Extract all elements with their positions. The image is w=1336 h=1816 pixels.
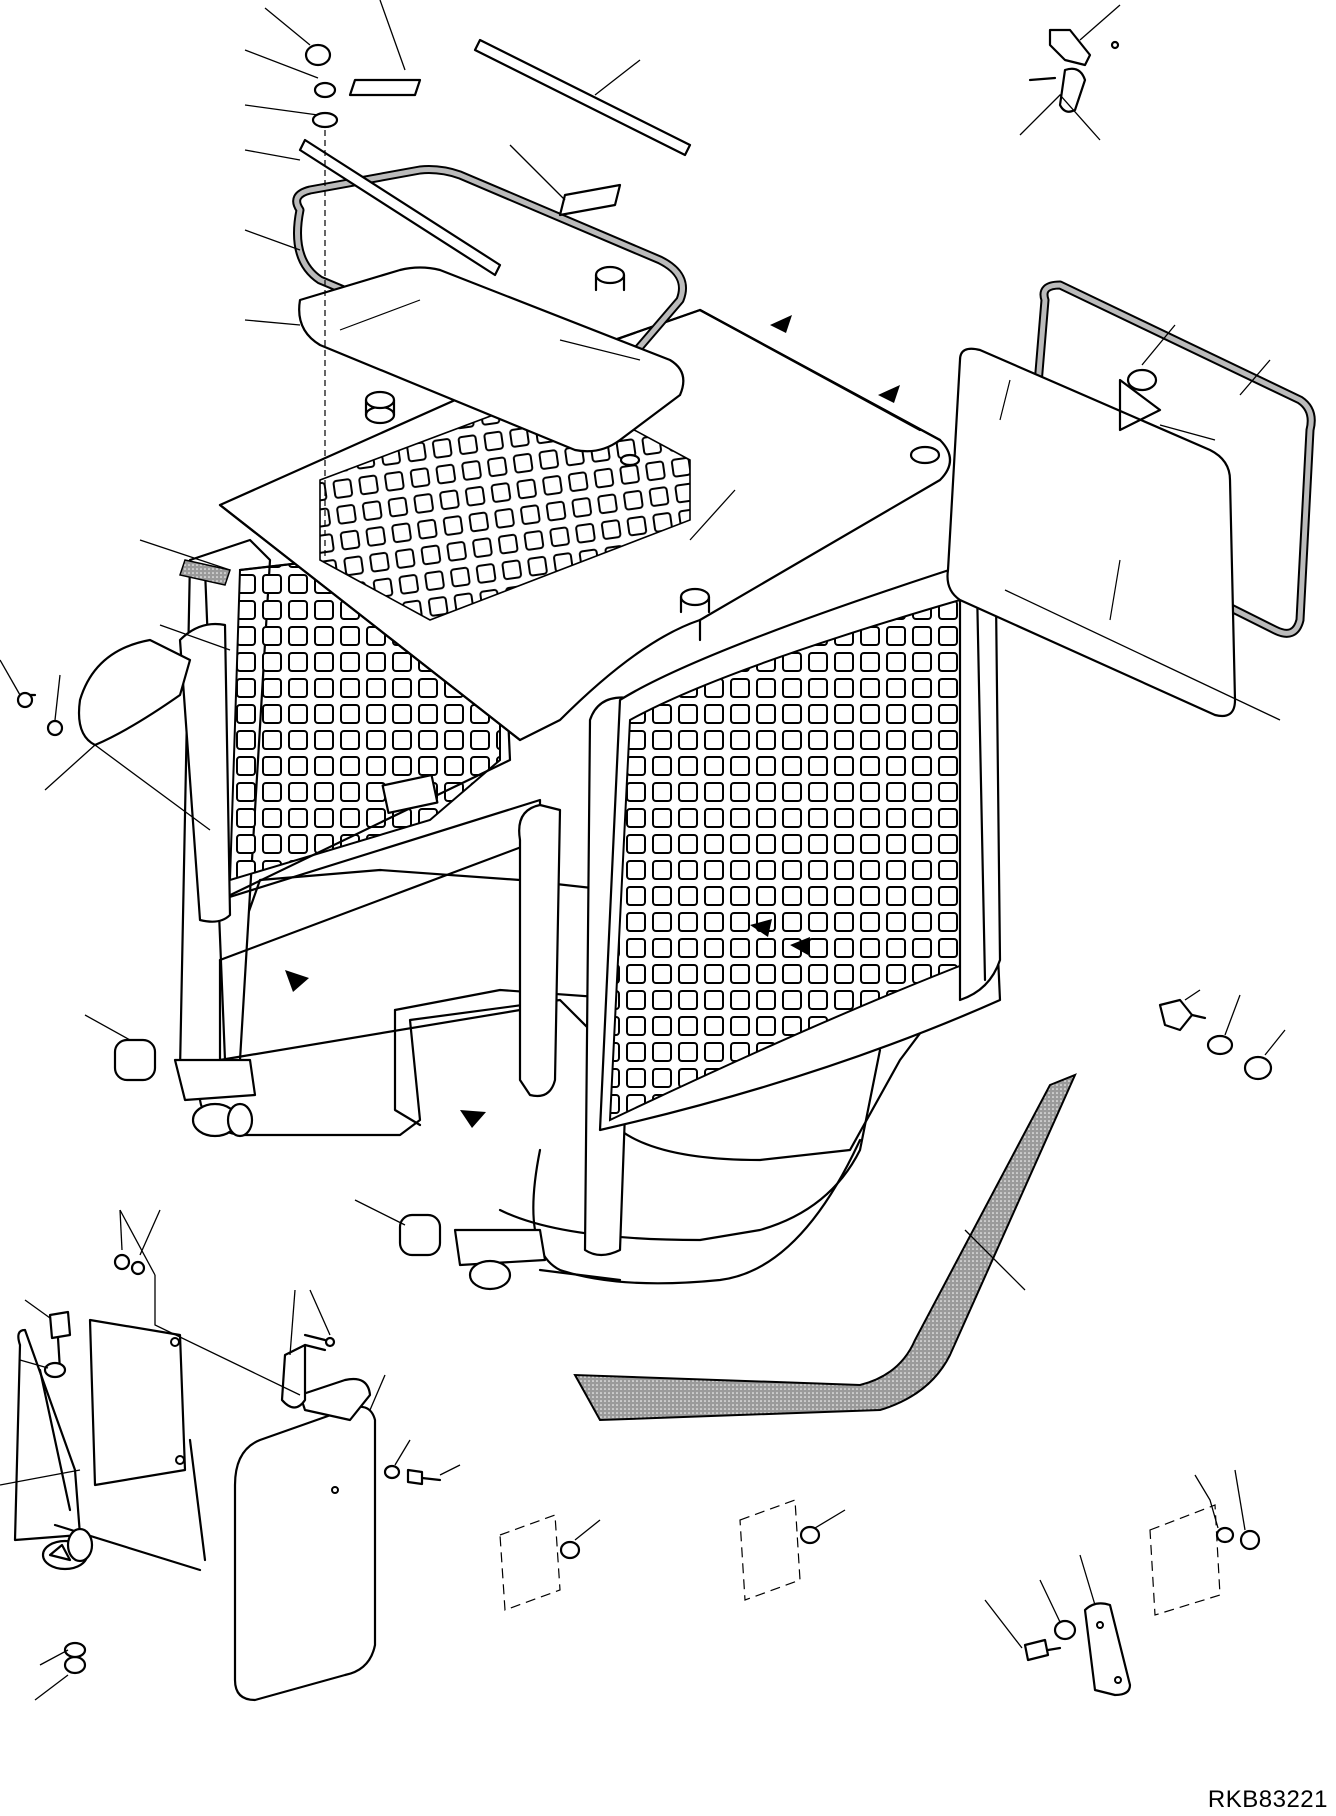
figure-id-label: RKB83221 (1207, 1786, 1328, 1813)
roof-window-and-seal (292, 38, 692, 560)
cab-body (113, 265, 1002, 1291)
front-seal-strip (179, 559, 1077, 1422)
side-window-and-seal (946, 280, 1316, 718)
leader-lines (0, 0, 1286, 1701)
small-parts (13, 28, 1273, 1702)
